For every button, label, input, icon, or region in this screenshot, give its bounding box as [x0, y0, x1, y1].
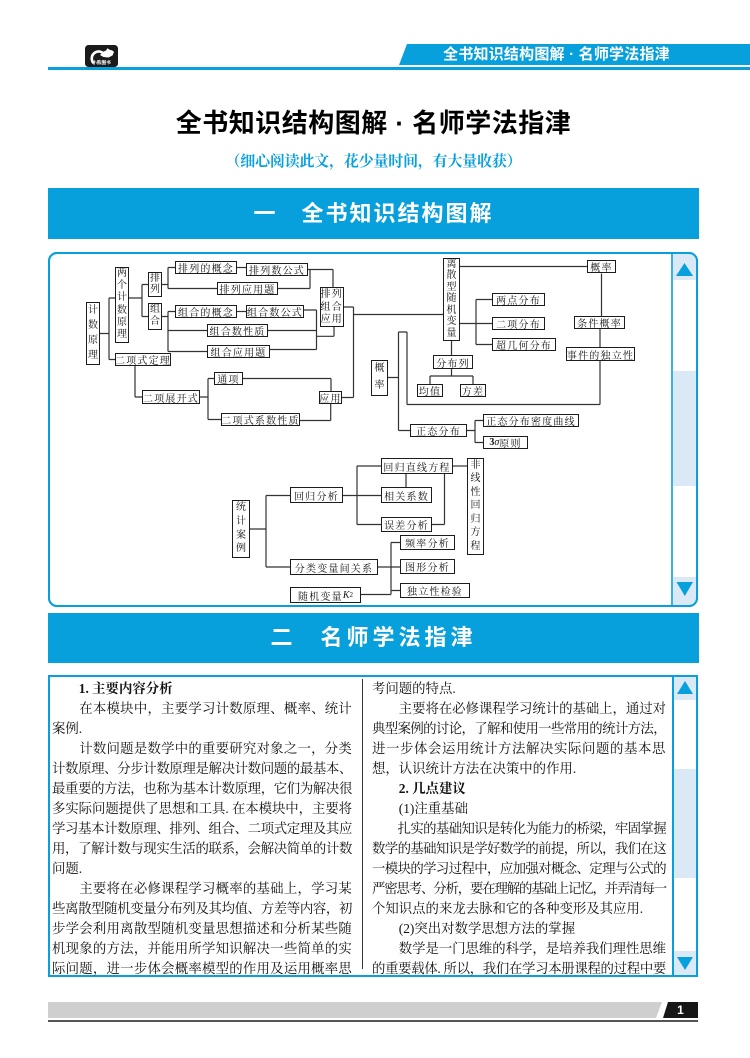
svg-text:小熊图书: 小熊图书: [92, 59, 111, 66]
